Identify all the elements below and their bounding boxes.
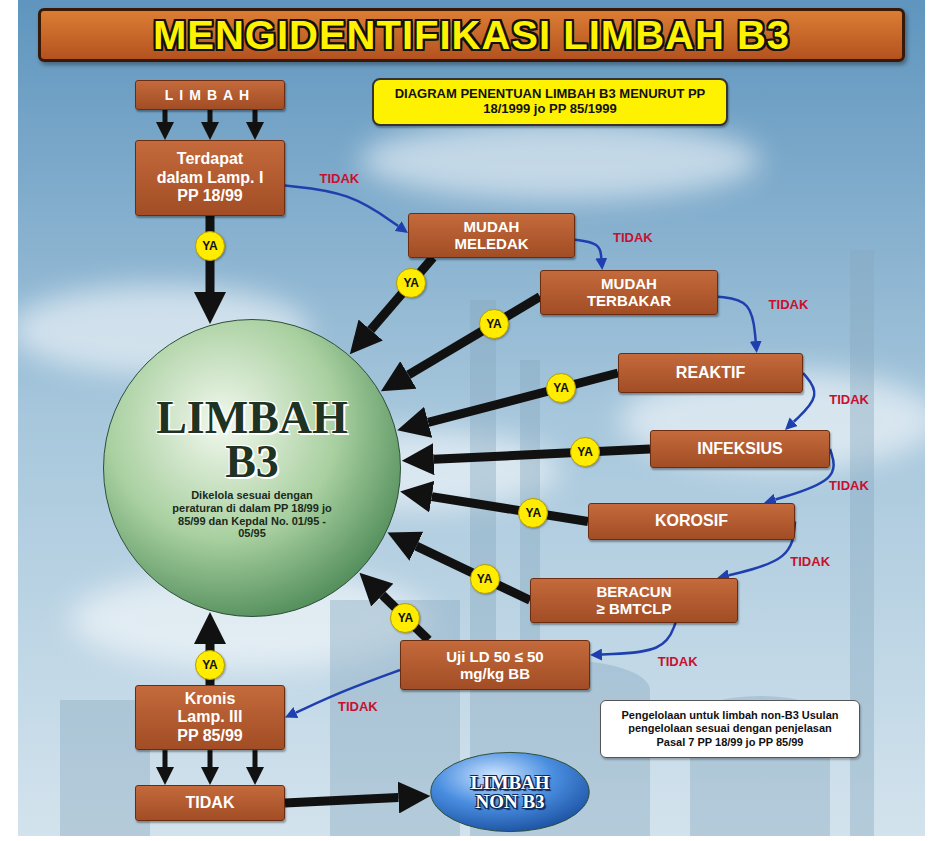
flow-arrow (602, 623, 676, 655)
no-label: TIDAK (336, 698, 380, 713)
edge-label: YA (477, 572, 493, 586)
yes-badge: YA (479, 309, 509, 339)
yes-badge: YA (570, 437, 600, 467)
node-text: REAKTIF (676, 364, 745, 382)
node-text: LIMBAH B3 (142, 396, 362, 483)
edge-label: TIDAK (320, 171, 360, 186)
flow-arrow (432, 497, 588, 522)
node-text: LIMBAH (165, 87, 255, 103)
criteria-box: MUDAH MELEDAK (408, 213, 575, 258)
edge-label: YA (577, 445, 593, 459)
flow-arrow (428, 373, 618, 422)
criteria-box: BERACUN ≥ BMTCLP (530, 578, 738, 623)
flow-arrow (575, 240, 601, 258)
flow-arrow (416, 546, 530, 600)
node-text: TIDAK (186, 794, 235, 812)
node-text: INFEKSIUS (697, 440, 782, 458)
flow-arrow (296, 670, 400, 713)
edge-label: TIDAK (769, 297, 809, 312)
regulation-note: DIAGRAM PENENTUAN LIMBAH B3 MENURUT PP 1… (372, 78, 728, 126)
edge-label: TIDAK (658, 653, 698, 668)
result-ellipse: LIMBAH NON B3 (430, 752, 590, 832)
node-text: MUDAH MELEDAK (442, 218, 542, 253)
criteria-box: KOROSIF (588, 503, 795, 540)
criteria-box: MUDAH TERBAKAR (540, 270, 718, 315)
yes-badge: YA (546, 373, 576, 403)
criteria-box: REAKTIF (618, 353, 803, 393)
node-text: Uji LD 50 ≤ 50 mg/kg BB (440, 648, 550, 683)
node-text: MUDAH TERBAKAR (579, 275, 679, 310)
yes-badge: YA (195, 650, 225, 680)
node-text: KOROSIF (655, 512, 728, 530)
no-label: TIDAK (827, 392, 871, 407)
yes-badge: YA (390, 603, 420, 633)
node-text: Kronis Lamp. III PP 85/99 (170, 690, 250, 745)
edge-label: YA (202, 239, 218, 253)
edge-label: TIDAK (829, 392, 869, 407)
edge-label: YA (553, 381, 569, 395)
edge-label: TIDAK (613, 230, 653, 245)
flow-arrow (208, 110, 213, 122)
node-text: DIAGRAM PENENTUAN LIMBAH B3 MENURUT PP 1… (390, 87, 710, 117)
no-box: TIDAK (135, 785, 285, 821)
no-label: TIDAK (788, 554, 832, 569)
flow-arrow (285, 797, 398, 803)
node-shape (104, 320, 401, 617)
edge-label: YA (486, 317, 502, 331)
start-box: LIMBAH (135, 80, 285, 110)
flow-arrow (163, 750, 168, 767)
flow-arrow (285, 186, 398, 226)
edge-label: YA (526, 506, 542, 520)
edge-label: YA (398, 611, 414, 625)
yes-badge: YA (195, 231, 225, 261)
node-text: Pengelolaan untuk limbah non-B3 Usulan p… (620, 709, 840, 749)
criteria-box: Uji LD 50 ≤ 50 mg/kg BB (400, 640, 590, 690)
yes-badge: YA (518, 498, 548, 528)
flow-arrow (408, 297, 540, 375)
criteria-box: Kronis Lamp. III PP 85/99 (135, 685, 285, 750)
yes-badge: YA (470, 564, 500, 594)
edge-label: TIDAK (829, 477, 869, 492)
node-text: BERACUN ≥ BMTCLP (594, 583, 674, 618)
flow-arrow (253, 750, 258, 767)
edge-label: TIDAK (790, 554, 830, 569)
decision-box: Terdapat dalam Lamp. I PP 18/99 (135, 140, 285, 216)
node-body-text: Dikelola sesuai dengan peraturan di dala… (170, 489, 335, 540)
yes-badge: YA (396, 268, 426, 298)
no-label: TIDAK (767, 297, 811, 312)
note-box: Pengelolaan untuk limbah non-B3 Usulan p… (600, 700, 860, 758)
diagram-title: MENGIDENTIFIKASI LIMBAH B3 (153, 13, 790, 58)
flow-arrow (253, 110, 258, 122)
flow-arrow (371, 258, 433, 331)
flow-arrow (718, 297, 756, 341)
no-label: TIDAK (827, 477, 871, 492)
no-label: TIDAK (318, 171, 362, 186)
result-circle: LIMBAH B3 Dikelola sesuai dengan peratura… (102, 318, 402, 618)
flow-arrow (208, 750, 213, 767)
flow-arrow (434, 449, 650, 459)
criteria-box: INFEKSIUS (650, 430, 830, 468)
no-label: TIDAK (611, 230, 655, 245)
edge-label: YA (202, 658, 218, 672)
node-shape (431, 752, 589, 831)
edge-label: YA (403, 276, 419, 290)
title-banner: MENGIDENTIFIKASI LIMBAH B3 (38, 8, 905, 62)
no-label: TIDAK (656, 653, 700, 668)
flow-arrow (163, 110, 168, 122)
edge-label: TIDAK (338, 698, 378, 713)
factory-silhouette (60, 250, 874, 836)
node-text: Terdapat dalam Lamp. I PP 18/99 (155, 150, 265, 205)
flow-arrow (382, 595, 428, 640)
cloud (360, 120, 760, 200)
node-text: LIMBAH NON B3 (463, 773, 558, 811)
